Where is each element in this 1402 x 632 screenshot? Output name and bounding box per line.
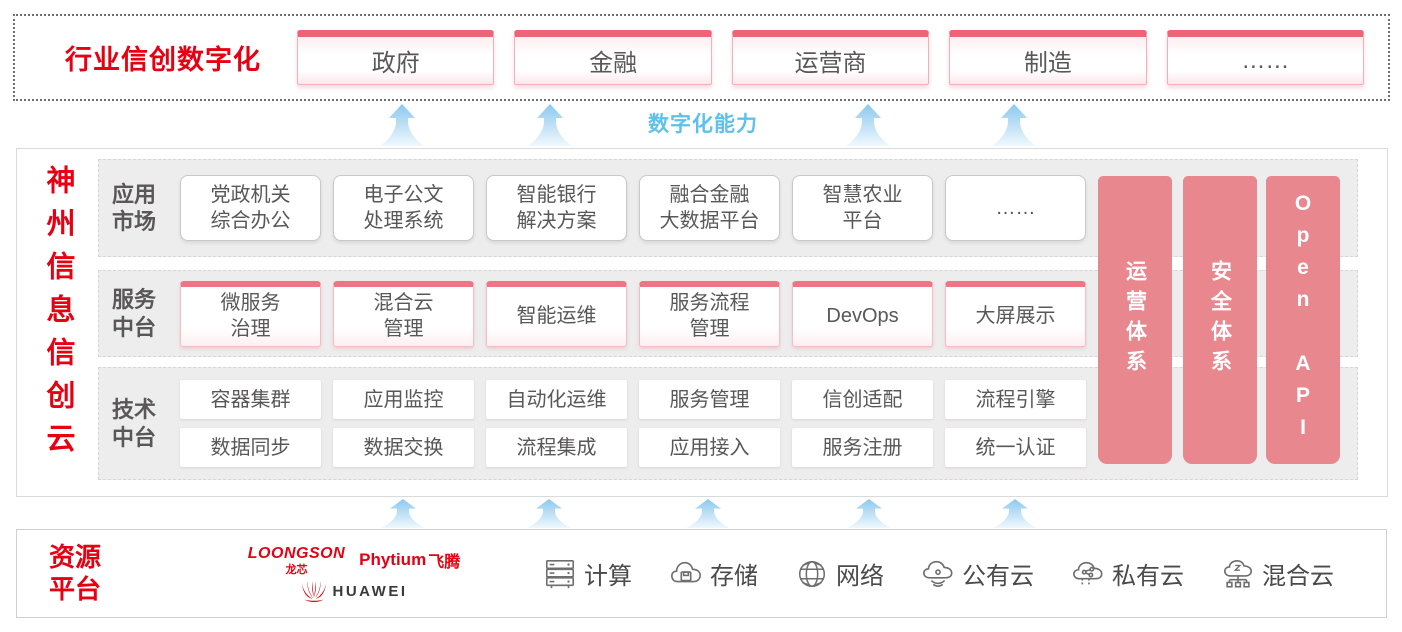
app-box-smart-agriculture: 智慧农业 平台 [792,175,933,241]
resource-platform-box: 资源 平台 LOONGSON 龙芯 Phytium 飞腾 [16,529,1387,618]
up-arrow-icon [527,499,571,528]
vendor-logos: LOONGSON 龙芯 Phytium 飞腾 [223,545,485,602]
phytium-logo: Phytium 飞腾 [359,550,461,571]
hybrid-cloud-icon [1223,559,1253,588]
up-arrow-icon [992,104,1036,146]
svc-box-intelligent-ops: 智能运维 [486,280,627,347]
up-arrow-icon [528,104,572,146]
up-arrow-icon [846,104,890,146]
tech-box-app-access: 应用接入 [639,428,780,467]
cloud-platform-box: 神州信息信创云 应用 市场 党政机关 综合办公 电子公文 处理系统 智能银行 解… [16,148,1388,497]
resource-storage: 存储 [669,556,758,591]
tech-box-unified-auth: 统一认证 [945,428,1086,467]
loongson-logo: LOONGSON 龙芯 [247,545,346,576]
app-box-smart-bank: 智能银行 解决方案 [486,175,627,241]
capability-label: 数字化能力 [648,113,758,136]
tech-box-process-engine: 流程引擎 [945,380,1086,419]
svc-box-microservice-governance: 微服务 治理 [180,280,321,347]
tech-box-process-integration: 流程集成 [486,428,627,467]
banner-title: 行业信创数字化 [65,45,261,75]
storage-icon [671,561,701,582]
public-cloud-icon [923,560,953,587]
tech-box-service-registry: 服务注册 [792,428,933,467]
sector-government: 政府 [297,30,495,85]
app-market-label: 应用 市场 [112,181,157,235]
sector-row: 政府 金融 运营商 制造 …… [297,30,1365,85]
up-arrow-icon [381,499,425,528]
huawei-petals-icon [301,581,326,602]
cloud-platform-title: 神州信息信创云 [42,165,74,466]
svc-box-devops: DevOps [792,280,933,347]
pillar-open-api: Open API [1266,176,1340,464]
app-box-party-office: 党政机关 综合办公 [180,175,321,241]
tech-box-app-monitoring: 应用监控 [333,380,474,419]
tech-center-label: 技术 中台 [112,397,157,450]
svc-box-service-process-mgmt: 服务流程 管理 [639,280,780,347]
tech-box-xinchuang-adaptation: 信创适配 [792,380,933,419]
up-arrow-icon [993,499,1037,528]
sector-finance: 金融 [514,30,712,85]
resource-public-cloud: 公有云 [921,556,1034,591]
resource-platform-title: 资源 平台 [49,542,102,604]
tech-box-container-cluster: 容器集群 [180,380,321,419]
pillar-operations-system: 运营体系 [1098,176,1172,464]
resource-network: 网络 [795,556,884,591]
private-cloud-icon [1073,561,1103,585]
svc-box-hybrid-cloud-mgmt: 混合云 管理 [333,280,474,347]
app-market-items: 党政机关 综合办公 电子公文 处理系统 智能银行 解决方案 融合金融 大数据平台… [180,175,1086,241]
up-arrow-icon [380,104,424,146]
tech-box-data-exchange: 数据交换 [333,428,474,467]
app-box-finance-bigdata: 融合金融 大数据平台 [639,175,780,241]
sector-more: …… [1166,30,1365,85]
app-box-edoc-system: 电子公文 处理系统 [333,175,474,241]
tech-box-service-mgmt: 服务管理 [639,380,780,419]
resource-compute: 计算 [543,556,632,591]
network-icon [798,560,826,587]
resource-private-cloud: 私有云 [1071,556,1184,591]
compute-icon [545,559,575,588]
resource-hybrid-cloud: 混合云 [1221,556,1334,591]
industry-digitalization-banner: 行业信创数字化 政府 金融 运营商 制造 …… [13,14,1390,101]
tech-box-automated-ops: 自动化运维 [486,380,627,419]
tech-box-data-sync: 数据同步 [180,428,321,467]
up-arrow-icon [686,499,730,528]
tech-center-items: 容器集群 数据同步 应用监控 数据交换 自动化运维 流程集成 服务管理 应用接入… [180,380,1086,467]
huawei-logo: HUAWEI [301,581,408,602]
resource-items: 计算 存储 网络 [543,556,1334,591]
up-arrow-icon [847,499,891,528]
service-center-items: 微服务 治理 混合云 管理 智能运维 服务流程 管理 DevOps 大屏展示 [180,280,1086,347]
service-center-label: 服务 中台 [112,287,157,340]
app-box-more: …… [945,175,1086,241]
sector-manufacturing: 制造 [949,30,1147,85]
svc-box-big-screen: 大屏展示 [945,280,1086,347]
sector-telecom: 运营商 [731,30,930,85]
pillar-security-system: 安全体系 [1183,176,1257,464]
